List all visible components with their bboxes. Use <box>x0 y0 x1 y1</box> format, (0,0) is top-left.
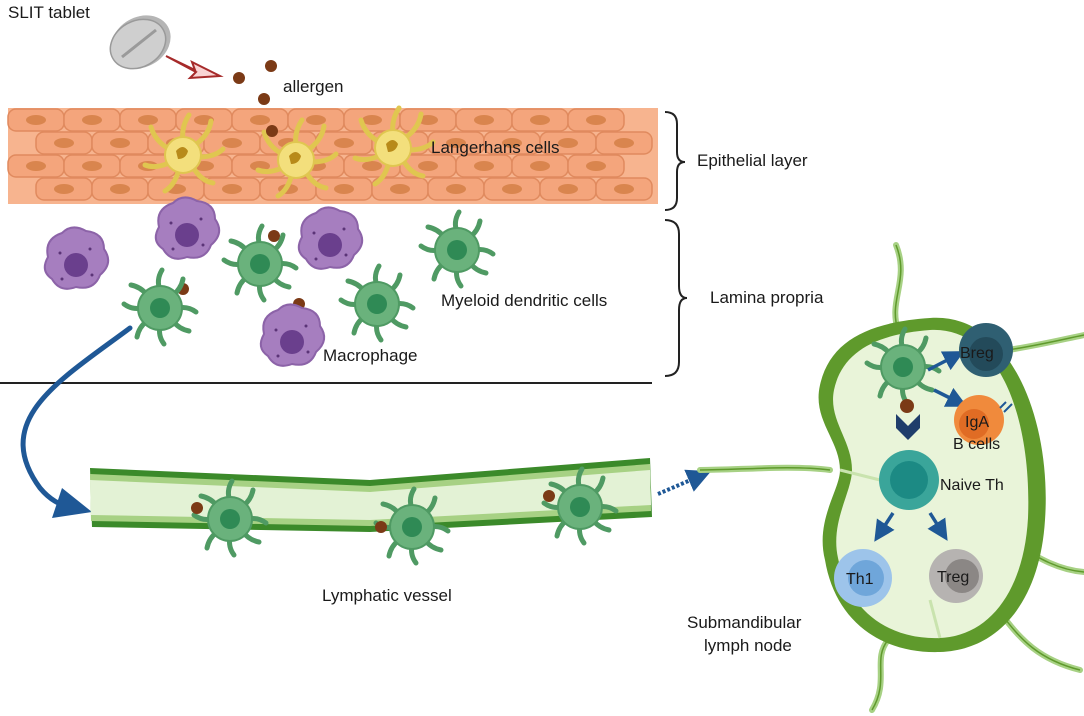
epithelial-cell <box>119 108 177 132</box>
breg-label: Breg <box>960 345 994 362</box>
epithelial-cell <box>595 177 653 201</box>
epithelial-cell <box>539 177 597 201</box>
iga-label: IgA <box>965 414 989 431</box>
epithelial-cell <box>399 108 457 132</box>
epithelial-cell <box>63 108 121 132</box>
tablet-arrow-icon <box>165 55 224 80</box>
lymph-node-label: lymph node <box>704 636 792 655</box>
presentation-chevron-icon <box>896 414 920 440</box>
epithelial-cell <box>315 131 373 155</box>
iga-b-cell <box>954 395 1013 445</box>
slit-tablet-icon <box>109 15 171 70</box>
breg-cell <box>959 323 1013 377</box>
epithelial-cell <box>7 108 65 132</box>
epithelial-cell <box>567 108 625 132</box>
treg-label: Treg <box>937 569 969 586</box>
node-allergen <box>900 399 914 413</box>
dendritic-cell-4 <box>421 212 493 286</box>
epithelial-cell <box>203 131 261 155</box>
th1-cell <box>834 549 892 607</box>
epithelial-cell <box>511 108 569 132</box>
submandibular-label: Submandibular <box>687 613 802 632</box>
dendritic-cell-2 <box>224 226 296 300</box>
macrophage-4 <box>259 303 326 367</box>
dendritic-cell-3 <box>341 266 413 340</box>
migration-arrow <box>20 325 133 518</box>
epithelial-cell <box>483 177 541 201</box>
vessel-to-node-arrow <box>657 469 712 496</box>
epithelial-cell <box>567 154 625 178</box>
epithelial-cell <box>231 108 289 132</box>
epithelial-cell <box>91 177 149 201</box>
node-arrows <box>874 351 968 542</box>
slit-tablet-label: SLIT tablet <box>8 3 90 22</box>
epithelial-cell <box>455 108 513 132</box>
epithelial-cell <box>427 177 485 201</box>
vessel-allergens <box>191 490 555 533</box>
macrophage-2 <box>154 196 221 260</box>
allergen-label: allergen <box>283 77 344 96</box>
epithelial-cell <box>455 154 513 178</box>
epithelial-cell <box>35 177 93 201</box>
b-cells-label: B cells <box>953 436 1000 453</box>
epithelial-brace <box>664 111 686 211</box>
langerhans-label: Langerhans cells <box>431 138 560 157</box>
epithelial-cell <box>511 154 569 178</box>
macrophage-3 <box>297 206 364 270</box>
dendritic-cell-1 <box>124 270 196 344</box>
epithelial-cell <box>91 131 149 155</box>
treg-cell <box>929 549 983 603</box>
epithelial-cell <box>35 131 93 155</box>
naive-th-label: Naive Th <box>940 477 1004 494</box>
lamina-propria-label: Lamina propria <box>710 288 824 307</box>
epithelial-cell <box>63 154 121 178</box>
lymphatic-vessel-label: Lymphatic vessel <box>322 586 452 605</box>
lamina-brace <box>664 219 688 377</box>
th1-label: Th1 <box>846 571 874 588</box>
epithelial-cell <box>595 131 653 155</box>
epithelial-cell <box>7 154 65 178</box>
macrophage-label: Macrophage <box>323 346 418 365</box>
epithelial-layer-label: Epithelial layer <box>697 151 808 170</box>
myeloid-dendritic-label: Myeloid dendritic cells <box>441 291 607 310</box>
macrophage-1 <box>43 226 110 290</box>
naive-th-cell <box>879 450 939 510</box>
